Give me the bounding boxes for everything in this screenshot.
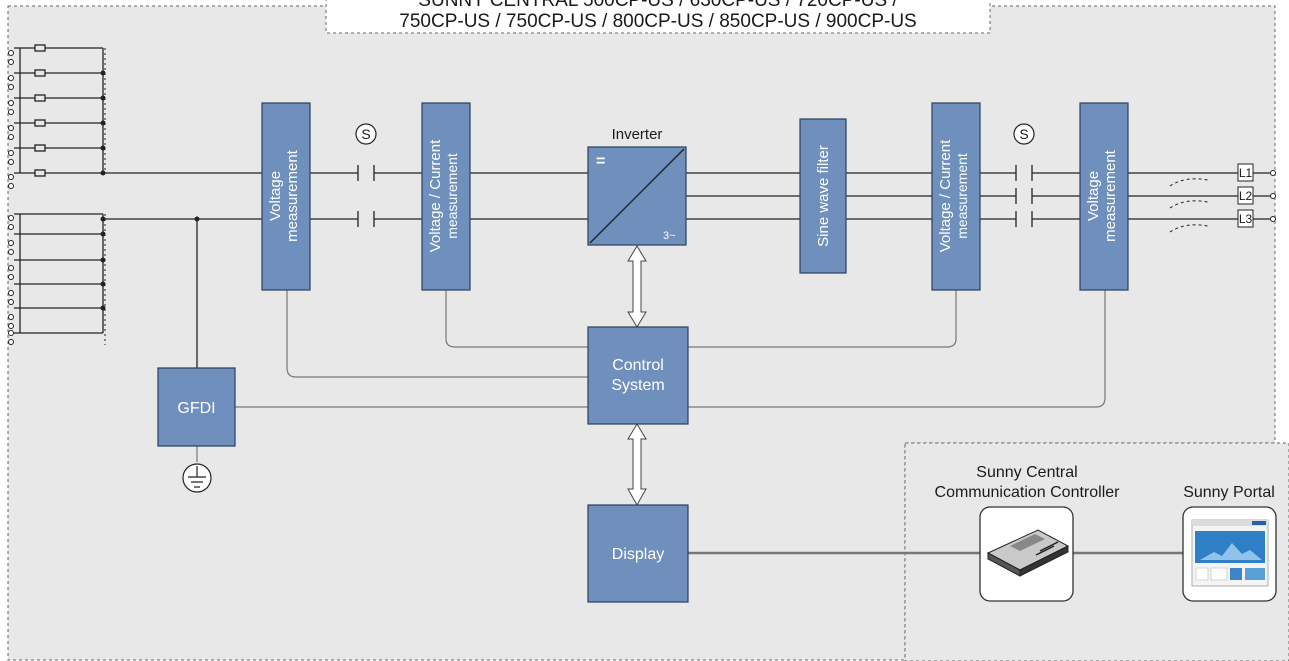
voltage-current-in-line-1: Voltage / Current [427,139,444,252]
communication-controller: Sunny Central Communication Controller [935,464,1121,602]
phase-label-l3: L3 [1239,212,1253,226]
inverter-label: Inverter [612,126,663,143]
voltage-current-in-block: Voltage / Current measurement [421,102,471,291]
phase-box-l2 [1237,186,1254,205]
voltage-measurement-out-line-2: measurement [1102,149,1119,242]
display-label: Display [612,546,664,563]
title-box [325,0,991,34]
inverter-block: Inverter = 3~ [587,126,687,246]
inverter-ac-symbol: 3~ [663,230,676,242]
gfdi-block: GFDI [157,367,236,447]
control-system-line-2: System [611,377,664,394]
controller-device-icon [986,529,1070,577]
phase-label-l1: L1 [1239,166,1253,180]
inverter-diagonal [589,148,685,244]
phase-label-l2: L2 [1239,189,1253,203]
inverter-dc-symbol: = [596,153,605,170]
voltage-measurement-in-line-2: measurement [284,149,301,242]
portal-screenshot-icon [1191,519,1269,587]
voltage-current-out-line-1: Voltage / Current [937,139,954,252]
dc-input-strings-bottom [14,213,106,345]
controller-label-line-2: Communication Controller [935,484,1121,501]
title-line-1: SUNNY CENTRAL 500CP-US / 630CP-US / 720C… [418,0,898,11]
control-system-line-1: Control [612,357,664,374]
phase-labels: L1 L2 L3 [1237,163,1254,228]
voltage-current-in-line-2: measurement [444,153,460,239]
voltage-current-out-block: Voltage / Current measurement [931,102,981,291]
sine-wave-filter-label: Sine wave filter [815,145,832,247]
ac-bus-lines [686,165,1270,227]
dc-bus-lines [103,165,588,368]
gfdi-label: GFDI [177,400,215,417]
voltage-measurement-out-block: Voltage measurement [1079,102,1129,291]
junction-dots-left [100,70,200,311]
ac-terminals [1270,170,1276,222]
ground-icon [182,463,212,493]
voltage-measurement-in-line-1: Voltage [267,171,284,221]
voltage-measurement-out-line-1: Voltage [1085,171,1102,221]
ac-disconnect-symbols [1169,178,1209,233]
voltage-current-out-line-2: measurement [954,153,970,239]
dc-input-terminals-top [8,50,14,189]
sine-wave-filter-block: Sine wave filter [799,118,847,274]
switch-symbol-dc: S [355,123,377,145]
voltage-measurement-in-block: Voltage measurement [261,102,311,291]
dc-input-strings-top [14,44,106,177]
phase-box-l1 [1237,163,1254,182]
display-block: Display [587,504,689,603]
title-line-2: 750CP-US / 750CP-US / 800CP-US / 850CP-U… [399,11,916,32]
switch-symbol-ac: S [1013,123,1035,145]
controller-label-line-1: Sunny Central [976,464,1077,481]
switch-label-ac: S [1019,126,1028,142]
switch-label-dc: S [361,126,370,142]
portal-label: Sunny Portal [1183,484,1275,501]
signal-lines [196,290,1106,462]
control-system-block: Control System [587,326,689,425]
sunny-portal: Sunny Portal [1182,484,1277,602]
dc-input-terminals-bottom [8,215,14,345]
phase-box-l3 [1237,209,1254,228]
